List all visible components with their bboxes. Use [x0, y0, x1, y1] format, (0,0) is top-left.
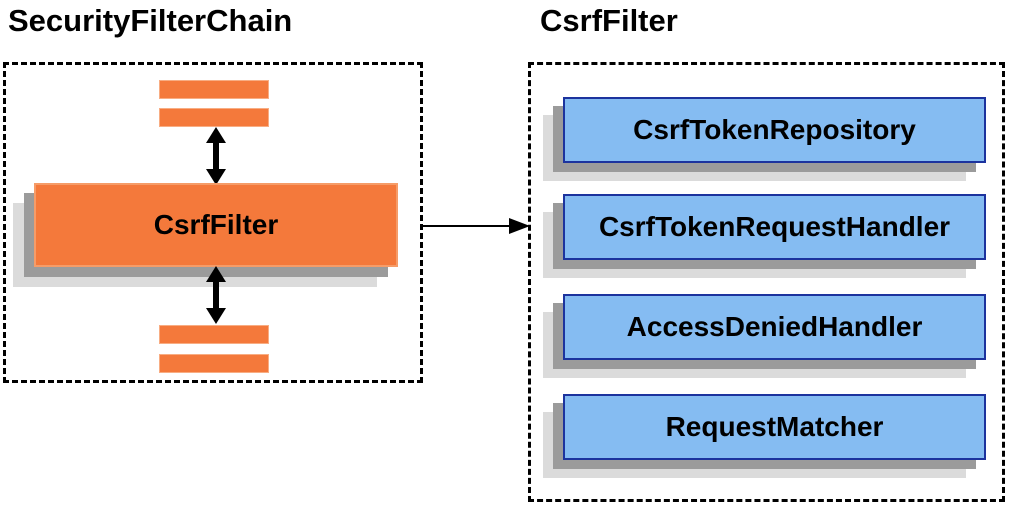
filter-bar — [159, 354, 269, 373]
csrf-filter-box: CsrfFilter — [34, 183, 398, 267]
request-matcher-box: RequestMatcher — [563, 394, 986, 460]
component-label: CsrfTokenRepository — [633, 114, 916, 145]
flow-arrow-icon — [420, 218, 530, 234]
double-arrow-icon — [206, 266, 226, 324]
filter-bar — [159, 325, 269, 344]
security-filter-chain-container: CsrfFilter — [3, 62, 423, 383]
csrf-token-request-handler-box: CsrfTokenRequestHandler — [563, 194, 986, 260]
component-label: AccessDeniedHandler — [626, 311, 923, 342]
csrf-filter-box-label: CsrfFilter — [153, 209, 279, 240]
component-label: RequestMatcher — [665, 411, 884, 442]
filter-bar — [159, 80, 269, 99]
csrf-token-repository-box: CsrfTokenRepository — [563, 97, 986, 163]
access-denied-handler-box: AccessDeniedHandler — [563, 294, 986, 360]
filter-bar — [159, 108, 269, 127]
csrf-filter-title: CsrfFilter — [540, 3, 678, 38]
security-filter-chain-title: SecurityFilterChain — [8, 3, 293, 38]
component-label: CsrfTokenRequestHandler — [598, 211, 951, 242]
double-arrow-icon — [206, 127, 226, 185]
csrf-filter-container: CsrfTokenRepository CsrfTokenRequestHand… — [528, 62, 1005, 502]
